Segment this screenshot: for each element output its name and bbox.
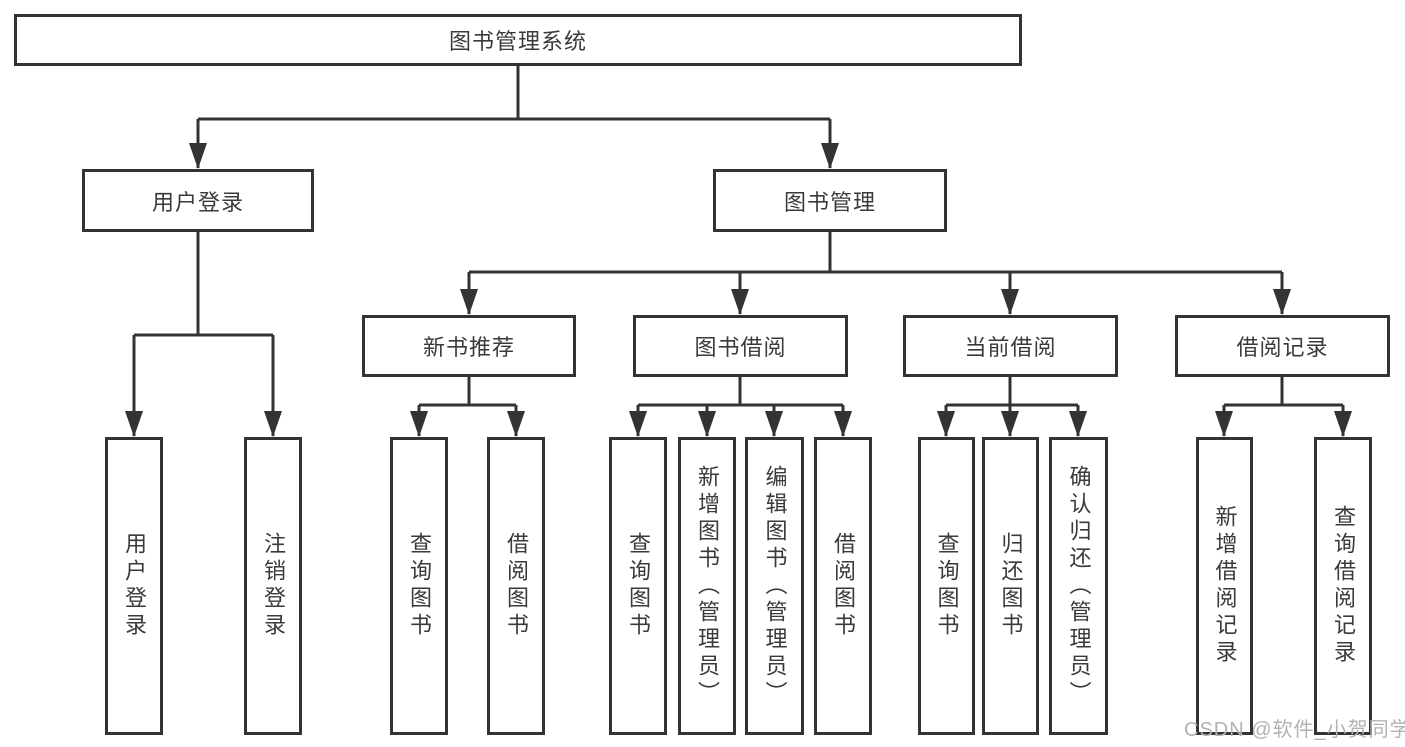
connector-bookmgmt-to-level3: [467, 232, 1284, 314]
arrowheads-borrow-leaves: [629, 411, 852, 437]
leaf-borrow-borrow-label: 借阅图书: [831, 532, 856, 640]
leaf-newbook-query-label: 查询图书: [407, 532, 432, 640]
arrowheads-userlogin-leaves: [125, 411, 282, 437]
leaf-logout-label: 注销登录: [261, 532, 286, 640]
leaf-borrow-borrow: 借阅图书: [814, 437, 872, 735]
node-book-management: 图书管理: [713, 169, 947, 232]
leaf-current-confirm-admin-label: 确认归还（管理员）: [1066, 464, 1092, 708]
node-borrow-records: 借阅记录: [1175, 315, 1390, 377]
csdn-watermark: CSDN @软件_小贺同学: [1184, 719, 1405, 741]
connector-newbook-leaves: [417, 377, 518, 436]
leaf-user-login-label: 用户登录: [122, 532, 147, 640]
node-user-login-label: 用户登录: [151, 189, 244, 215]
arrowheads-level2: [189, 143, 839, 169]
arrowheads-level3: [460, 289, 1291, 315]
arrowheads-current-leaves: [937, 411, 1087, 437]
leaf-newbook-query: 查询图书: [390, 437, 448, 735]
node-new-book-recommend: 新书推荐: [362, 315, 576, 377]
node-book-management-label: 图书管理: [783, 189, 876, 215]
leaf-records-query-label: 查询借阅记录: [1331, 505, 1356, 667]
connector-current-leaves: [944, 377, 1080, 436]
leaf-borrow-edit-admin-label: 编辑图书（管理员）: [762, 464, 788, 708]
node-current-borrow: 当前借阅: [903, 315, 1118, 377]
connector-records-leaves: [1222, 377, 1345, 436]
connector-root-to-level2: [196, 66, 832, 168]
node-root-label: 图书管理系统: [448, 29, 587, 54]
leaf-current-query-label: 查询图书: [934, 532, 960, 640]
connector-userlogin-to-leaves: [132, 232, 275, 436]
node-borrow-records-label: 借阅记录: [1236, 335, 1329, 360]
leaf-current-return: 归还图书: [982, 437, 1039, 735]
leaf-records-add-label: 新增借阅记录: [1212, 505, 1238, 667]
leaf-current-query: 查询图书: [918, 437, 975, 735]
node-current-borrow-label: 当前借阅: [964, 335, 1057, 360]
node-book-borrow: 图书借阅: [633, 315, 848, 377]
leaf-borrow-query-label: 查询图书: [626, 532, 651, 640]
leaf-records-query: 查询借阅记录: [1314, 437, 1372, 735]
leaf-borrow-add-admin: 新增图书（管理员）: [678, 437, 736, 735]
leaf-borrow-query: 查询图书: [609, 437, 667, 735]
leaf-current-confirm-admin: 确认归还（管理员）: [1049, 437, 1108, 735]
leaf-current-return-label: 归还图书: [998, 532, 1024, 640]
leaf-borrow-edit-admin: 编辑图书（管理员）: [745, 437, 804, 735]
leaf-newbook-borrow: 借阅图书: [487, 437, 545, 735]
connector-borrow-leaves: [636, 377, 845, 436]
leaf-borrow-add-admin-label: 新增图书（管理员）: [695, 464, 720, 708]
node-book-borrow-label: 图书借阅: [694, 335, 787, 360]
leaf-user-login: 用户登录: [105, 437, 163, 735]
leaf-logout: 注销登录: [244, 437, 302, 735]
node-user-login: 用户登录: [82, 169, 314, 232]
arrowheads-records-leaves: [1215, 411, 1352, 437]
node-root: 图书管理系统: [14, 14, 1022, 66]
node-new-book-recommend-label: 新书推荐: [422, 335, 515, 360]
leaf-newbook-borrow-label: 借阅图书: [504, 532, 529, 640]
arrowheads-newbook-leaves: [410, 411, 525, 437]
leaf-records-add: 新增借阅记录: [1196, 437, 1253, 735]
